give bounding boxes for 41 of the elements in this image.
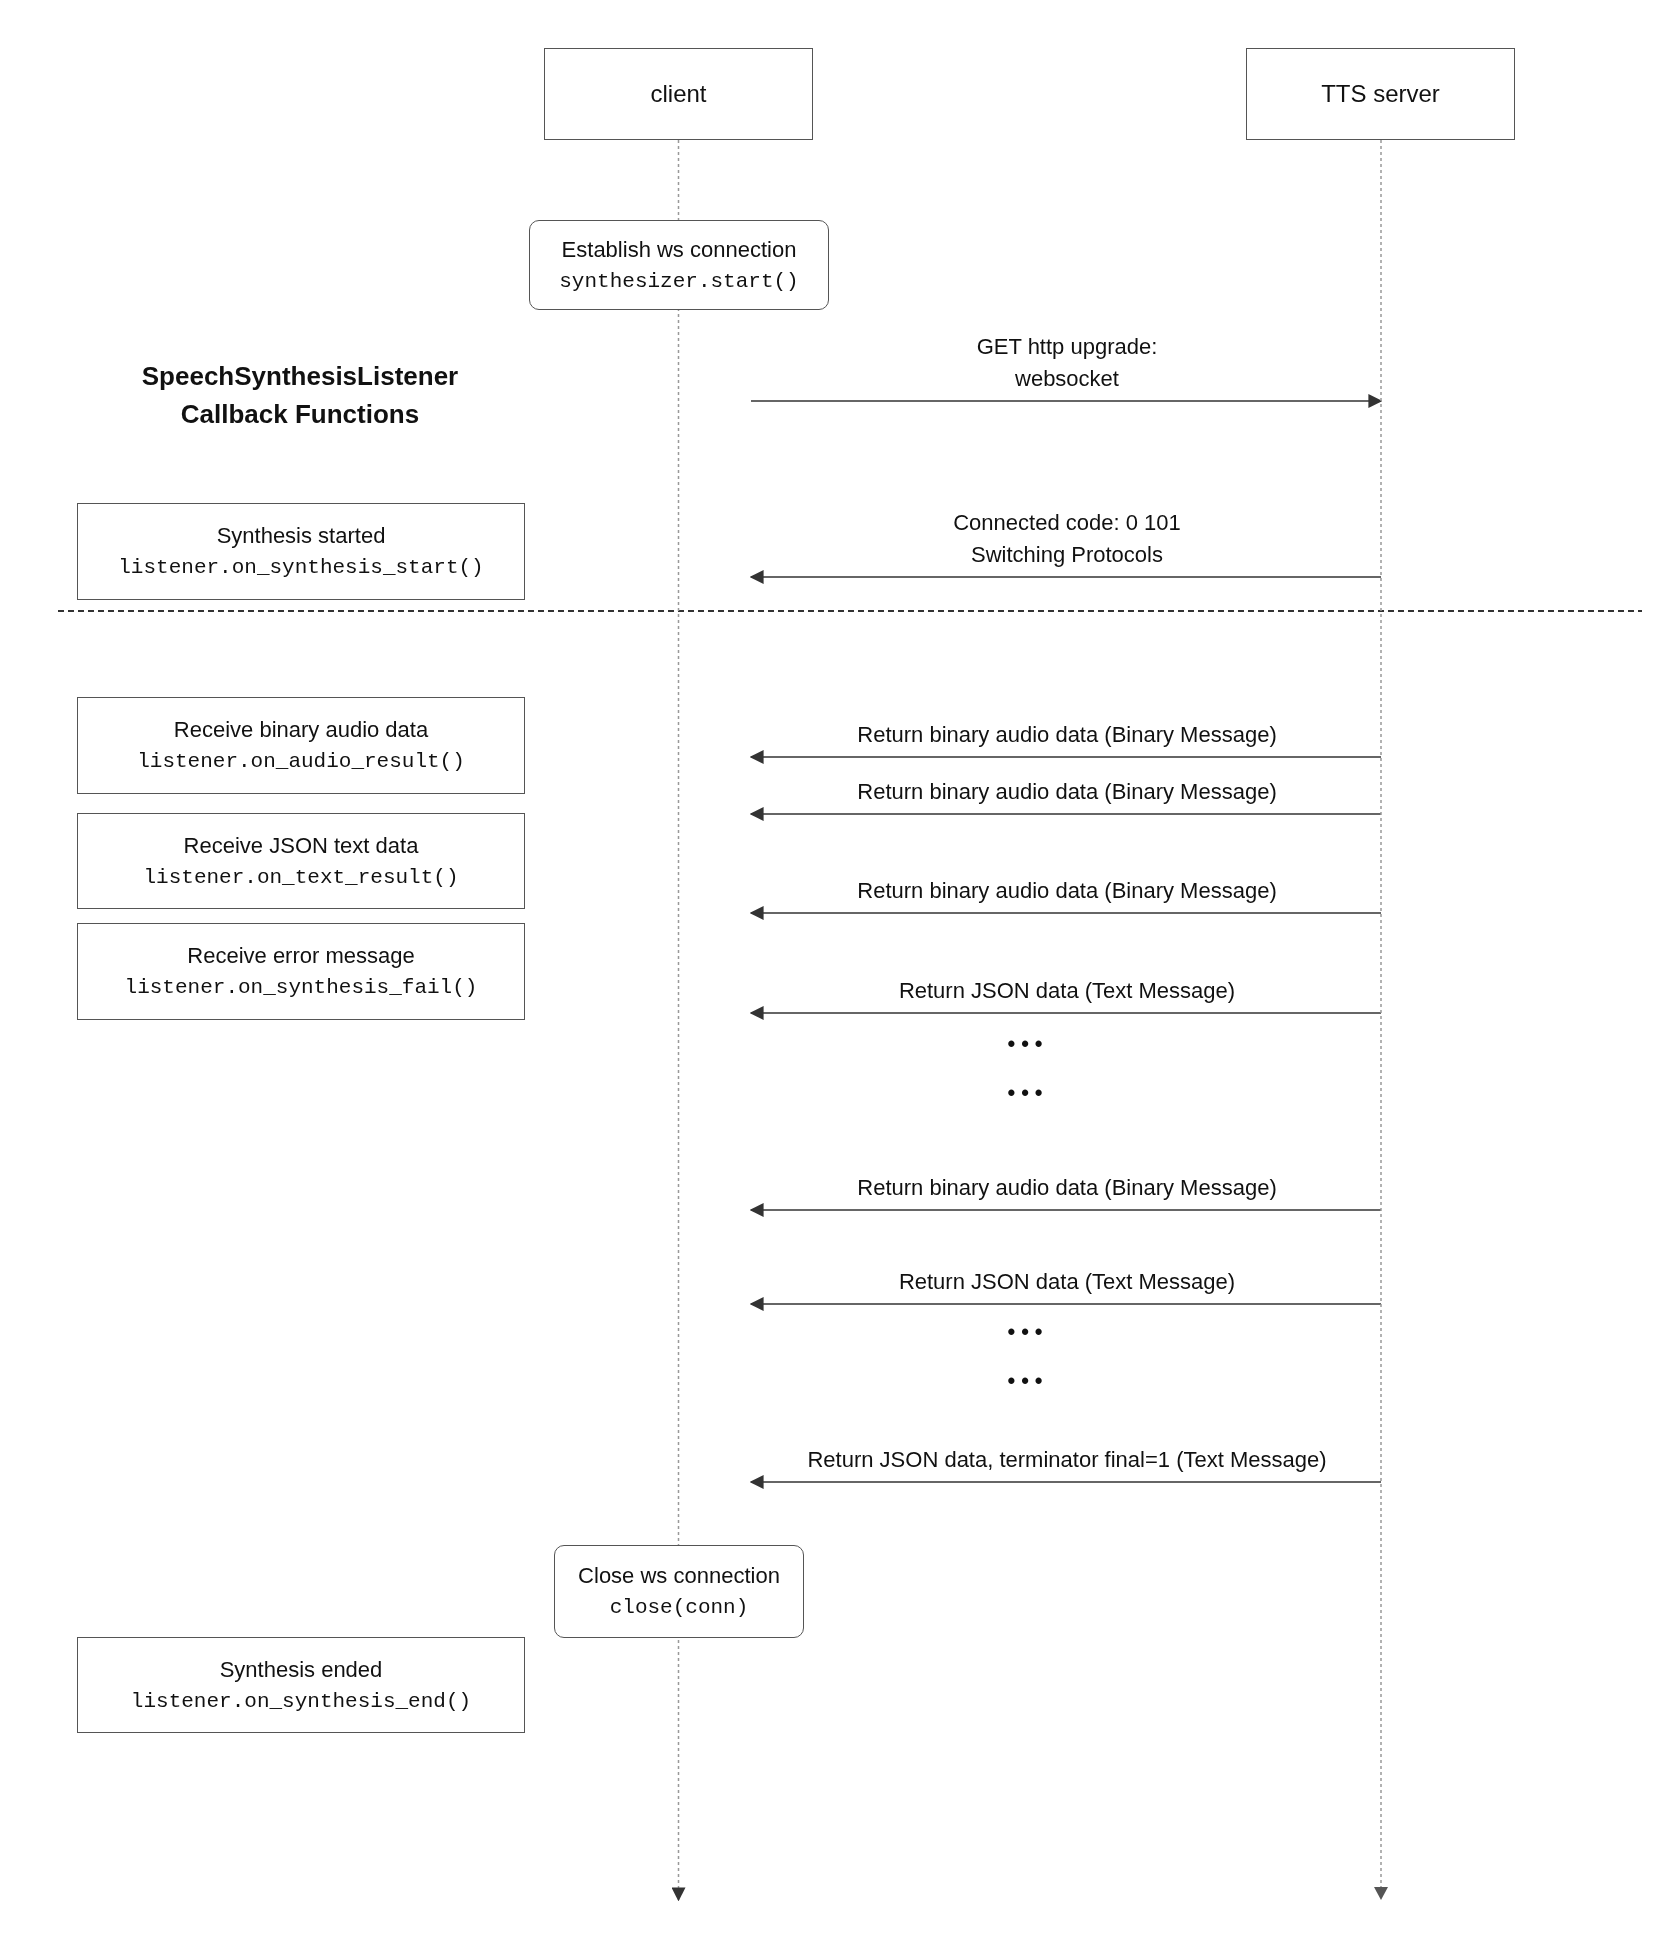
participant-box xyxy=(544,48,813,140)
section-heading: SpeechSynthesisListener Callback Functions xyxy=(140,360,460,431)
message-arrow xyxy=(749,750,1382,764)
step-box xyxy=(529,220,829,310)
callback-box xyxy=(77,813,525,909)
code-text: listener.on_synthesis_end() xyxy=(130,1688,472,1715)
code-text: synthesizer.start() xyxy=(559,268,799,295)
node-label: Synthesis started xyxy=(216,522,386,551)
code-text: listener.on_audio_result() xyxy=(137,749,465,776)
ellipsis-text: ••• xyxy=(1007,1368,1049,1394)
code-text: listener.on_synthesis_start() xyxy=(118,555,484,582)
message-arrow xyxy=(749,1006,1382,1020)
message-arrow xyxy=(749,906,1382,920)
node-label: Receive binary audio data xyxy=(173,716,429,745)
lifeline-arrow xyxy=(1374,140,1388,1900)
callback-box xyxy=(77,923,525,1020)
lifeline-arrow xyxy=(671,139,686,1902)
node-label: Receive error message xyxy=(187,942,415,971)
node-label: Receive JSON text data xyxy=(183,831,419,860)
callback-box xyxy=(77,1637,525,1733)
ellipsis-text: ••• xyxy=(1007,1080,1049,1106)
step-box xyxy=(554,1545,804,1638)
message-arrow xyxy=(749,1203,1382,1217)
node-label: Close ws connection xyxy=(578,1562,780,1591)
node-label: Establish ws connection xyxy=(561,235,797,264)
message-arrow xyxy=(749,1475,1382,1489)
code-text: listener.on_text_result() xyxy=(143,864,459,891)
code-text: close(conn) xyxy=(609,1595,749,1622)
message-arrow xyxy=(749,570,1382,584)
node-label: TTS server xyxy=(1321,79,1440,109)
message-arrow xyxy=(749,807,1382,821)
message-arrow xyxy=(750,394,1383,408)
node-label: client xyxy=(650,79,707,109)
node-label: Synthesis ended xyxy=(219,1655,383,1684)
ellipsis-text: ••• xyxy=(1007,1319,1049,1345)
participant-box xyxy=(1246,48,1515,140)
ellipsis-text: ••• xyxy=(1007,1031,1049,1057)
message-arrow xyxy=(749,1297,1382,1311)
code-text: listener.on_synthesis_fail() xyxy=(124,975,478,1002)
callback-box xyxy=(77,697,525,794)
callback-box xyxy=(77,503,525,600)
